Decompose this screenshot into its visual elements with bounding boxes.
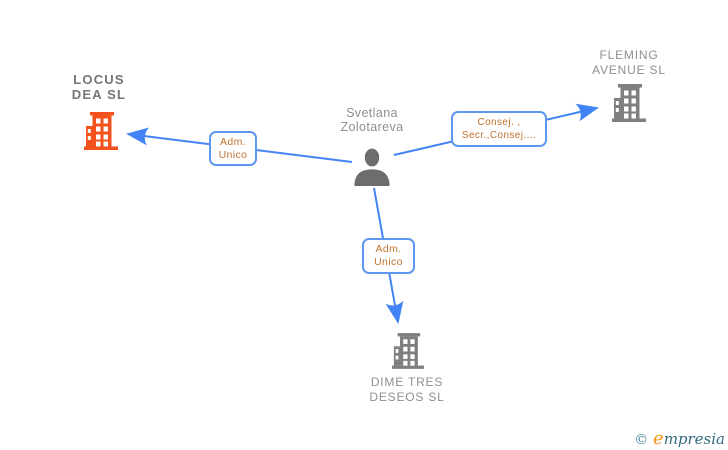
empresia-logo[interactable]: © empresia <box>634 428 725 449</box>
company-locus-line1: LOCUS <box>73 72 125 87</box>
company-dime-line1: DIME TRES <box>370 375 444 389</box>
relationship-label-adm-unico-dime[interactable]: Adm. Unico <box>362 238 415 274</box>
company-locus-line2: DEA SL <box>71 87 127 102</box>
person-name-line2: Zolotareva <box>340 120 404 134</box>
company-fleming-line1: FLEMING <box>599 48 659 62</box>
company-fleming-line2: AVENUE SL <box>592 63 666 77</box>
rel-locus-line2: Unico <box>218 148 248 161</box>
building-icon-locus[interactable] <box>84 112 118 155</box>
rel-dime-line2: Unico <box>374 256 403 268</box>
relationship-label-adm-unico-locus[interactable]: Adm. Unico <box>209 131 257 166</box>
person-name-line1: Svetlana <box>346 106 398 120</box>
rel-fleming-line1: Consej. , <box>477 117 521 128</box>
building-icon-dime[interactable] <box>392 333 424 374</box>
relationship-label-consej-secr-fleming[interactable]: Consej. , Secr.,Consej.... <box>451 111 547 147</box>
person-icon[interactable] <box>352 148 392 191</box>
logo-brand-initial: e <box>653 428 664 449</box>
person-name[interactable]: Svetlana Zolotareva <box>311 106 433 134</box>
company-name-fleming-avenue-sl[interactable]: FLEMING AVENUE SL <box>569 48 689 78</box>
rel-fleming-line2: Secr.,Consej.... <box>461 130 537 141</box>
copyright-icon: © <box>634 432 649 448</box>
building-icon-fleming[interactable] <box>612 84 646 127</box>
rel-locus-line1: Adm. <box>219 135 247 148</box>
company-name-locus-dea-sl[interactable]: LOCUS DEA SL <box>44 72 154 102</box>
rel-dime-line1: Adm. <box>375 243 402 255</box>
company-dime-line2: DESEOS SL <box>369 390 445 404</box>
company-name-dime-tres-deseos-sl[interactable]: DIME TRES DESEOS SL <box>347 375 467 405</box>
logo-brand-rest: mpresia <box>663 430 725 448</box>
